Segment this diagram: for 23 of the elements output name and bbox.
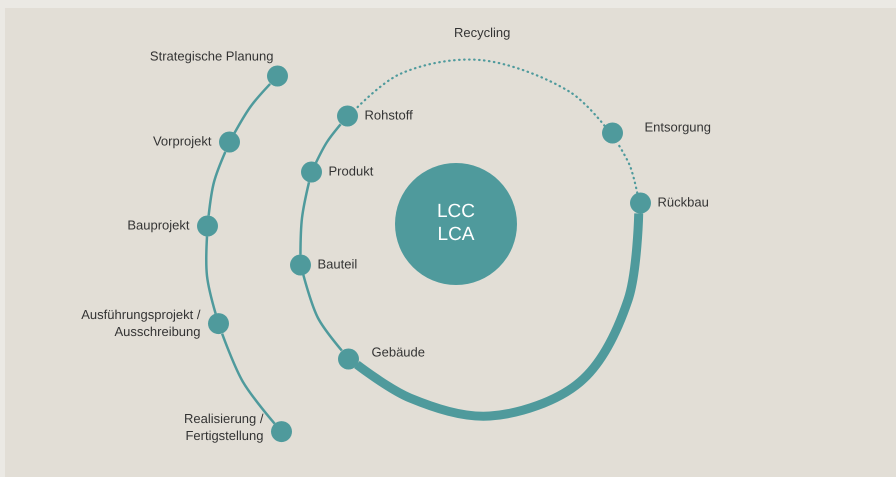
- stage-label: Ausführungsprojekt / Ausschreibung: [80, 307, 200, 341]
- circle-label: LCC: [436, 201, 475, 224]
- connector-line: [220, 333, 276, 424]
- stage-label: Rohstoff: [364, 108, 413, 124]
- connector-line: [205, 236, 217, 314]
- stage-label: Bauteil: [318, 256, 358, 274]
- edge-label: Recycling: [452, 25, 512, 40]
- stage-label: Vorprojekt: [152, 134, 212, 150]
- connector-line: [299, 182, 310, 255]
- stage-label: Bauprojekt: [127, 218, 190, 234]
- stage-label: Produkt: [328, 164, 374, 180]
- connector-line: [354, 213, 644, 421]
- stage-label: Entsorgung: [644, 120, 711, 136]
- stage-label: Rückbau: [658, 194, 709, 212]
- dotted-connector: [354, 58, 606, 127]
- connector-line: [314, 124, 342, 164]
- connector-line: [233, 83, 272, 134]
- stage-label: Strategische Planung: [150, 48, 274, 66]
- stage-label: Realisierung / Fertigstellung: [183, 411, 264, 445]
- connector-line: [207, 151, 226, 216]
- stage-label: Gebäude: [372, 344, 425, 362]
- connector-line: [302, 274, 343, 352]
- circle-label: LCA: [438, 224, 474, 247]
